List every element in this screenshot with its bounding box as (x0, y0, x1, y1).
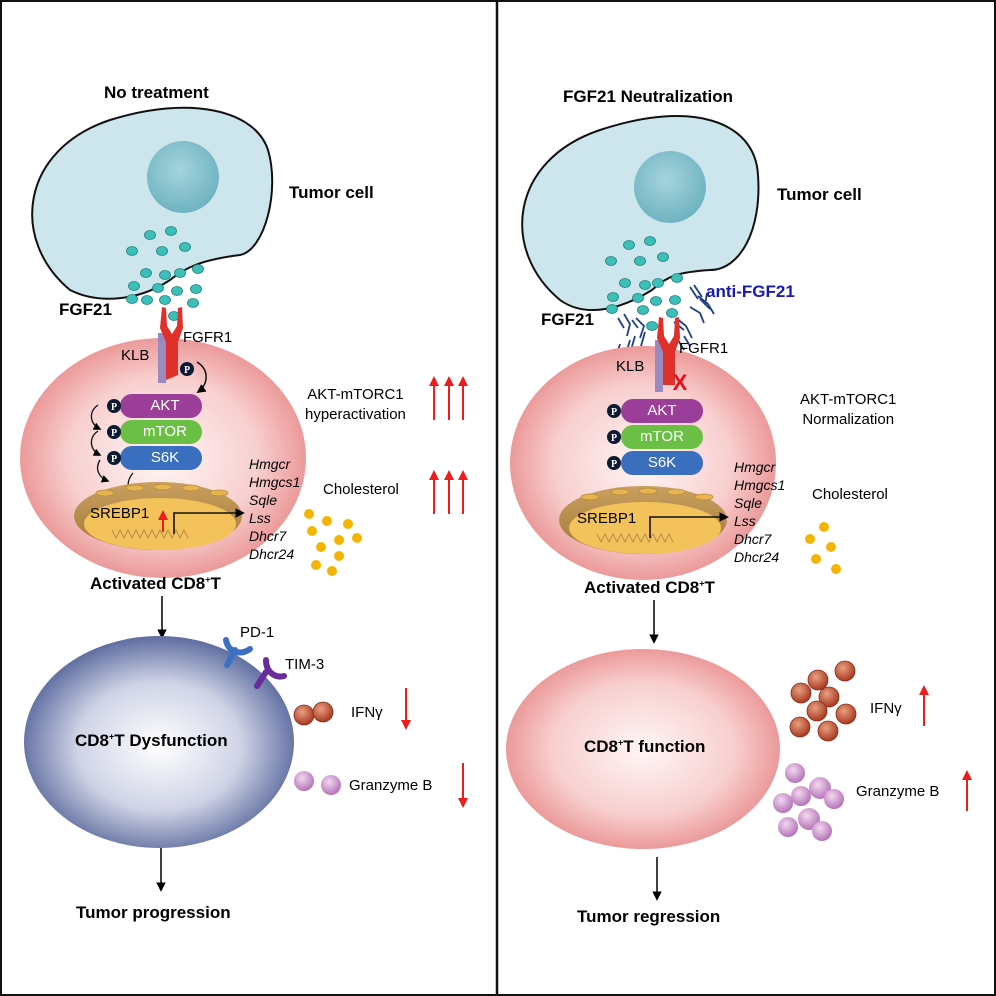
fgfr1-label: FGFR1 (183, 329, 233, 346)
pathway-name: AKT-mTORC1 (800, 391, 897, 408)
srebp1-label: SREBP1 (577, 510, 637, 527)
svg-text:P: P (611, 407, 617, 418)
s6k-label: S6K (647, 454, 677, 471)
srebp1-label: SREBP1 (90, 505, 150, 522)
gene-item: Sqle (249, 492, 278, 508)
pathway-state: Normalization (802, 411, 895, 428)
dysfunctional-tcell (24, 636, 294, 848)
svg-text:P: P (611, 433, 617, 444)
tcell-state-label: CD8+T function (584, 737, 706, 756)
tumor-cell (31, 106, 274, 300)
pathway-up-arrows (429, 376, 468, 420)
panel-fgf21-neutralization: X P P P (506, 115, 972, 901)
gene-item: Hmgcr (734, 459, 776, 475)
tumor-nucleus (634, 151, 706, 223)
ifng-molecules (789, 660, 857, 742)
mtor-label: mTOR (143, 423, 187, 440)
gene-item: Hmgcs1 (249, 474, 301, 490)
tumor-cell-label: Tumor cell (289, 183, 374, 202)
gene-item: Lss (734, 513, 756, 529)
activated-cd8-label: Activated CD8+T (584, 578, 715, 597)
panel-no-treatment: P P P P (20, 106, 468, 892)
gene-item: Dhcr7 (734, 531, 772, 547)
gene-item: Hmgcs1 (734, 477, 786, 493)
cholesterol-up-arrows (429, 470, 468, 514)
klb-coreceptor (158, 333, 166, 383)
fgf21-molecules (126, 226, 204, 321)
mtor-label: mTOR (640, 428, 684, 445)
tumor-cell-label: Tumor cell (777, 185, 862, 204)
svg-text:P: P (184, 365, 190, 376)
pathway-state: hyperactivation (305, 406, 406, 423)
tumor-cell (521, 115, 760, 311)
gene-item: Dhcr24 (734, 549, 780, 565)
fgf21-label: FGF21 (59, 300, 112, 319)
gene-item: Dhcr24 (249, 546, 295, 562)
anti-fgf21-antibodies (615, 284, 715, 359)
granzyme-label: Granzyme B (856, 783, 940, 800)
tcell-nucleus (74, 482, 245, 550)
cascade-arrow (96, 459, 110, 483)
gene-item: Sqle (734, 495, 763, 511)
kinase-mtor: P (107, 420, 202, 444)
signal-arrow (196, 361, 207, 394)
pathway-name: AKT-mTORC1 (307, 386, 404, 403)
pathway-status-label: AKT-mTORC1 Normalization (800, 390, 896, 430)
s6k-label: S6K (150, 449, 180, 466)
svg-text:P: P (111, 428, 117, 439)
klb-coreceptor (655, 340, 663, 392)
svg-text:P: P (111, 454, 117, 465)
gene-list: Hmgcr Hmgcs1 Sqle Lss Dhcr7 Dhcr24 (249, 455, 300, 563)
gene-item: Lss (249, 510, 271, 526)
klb-label: KLB (121, 347, 150, 364)
panel-title: FGF21 Neutralization (563, 87, 734, 106)
fgf21-molecules (605, 236, 683, 331)
tim3-receptor (254, 657, 287, 689)
tumor-nucleus (147, 141, 219, 213)
functional-tcell (506, 649, 780, 849)
gene-list: Hmgcr Hmgcs1 Sqle Lss Dhcr7 Dhcr24 (734, 458, 785, 566)
gene-item: Hmgcr (249, 456, 291, 472)
ifng-molecules (293, 701, 334, 726)
tcell-nucleus (559, 486, 729, 554)
fgf21-label: FGF21 (541, 310, 594, 329)
klb-label: KLB (616, 358, 645, 375)
granzyme-label: Granzyme B (349, 777, 433, 794)
svg-text:P: P (611, 459, 617, 470)
granzyme-molecules (773, 763, 844, 841)
pd1-label: PD-1 (240, 624, 275, 641)
kinase-akt: P (607, 399, 703, 423)
anti-fgf21-label: anti-FGF21 (706, 282, 795, 301)
blocked-x-mark: X (673, 370, 688, 395)
akt-label: AKT (150, 397, 180, 414)
granzyme-molecules (294, 771, 341, 795)
kinase-s6k: P (107, 446, 202, 470)
cascade-arrow (90, 430, 102, 456)
svg-text:P: P (111, 402, 117, 413)
cholesterol-label: Cholesterol (812, 486, 888, 503)
fgfr1-label: FGFR1 (679, 340, 729, 357)
akt-label: AKT (647, 402, 677, 419)
pd1-receptor (223, 637, 253, 668)
ifng-label: IFNγ (351, 704, 383, 721)
panel-title: No treatment (104, 83, 209, 102)
kinase-s6k: P (607, 451, 703, 475)
pathway-status-label: AKT-mTORC1 hyperactivation (305, 385, 406, 425)
outcome-label: Tumor progression (76, 903, 231, 922)
cholesterol-label: Cholesterol (323, 481, 399, 498)
cholesterol-molecules (304, 509, 362, 576)
kinase-akt: P (107, 394, 202, 418)
outcome-label: Tumor regression (577, 907, 721, 926)
fgfr1-receptor (657, 317, 680, 385)
kinase-mtor: P (607, 425, 703, 449)
tim3-label: TIM-3 (285, 656, 325, 673)
phospho-receptor: P (180, 362, 194, 376)
cholesterol-molecules (805, 522, 841, 574)
fgfr1-receptor (160, 307, 183, 380)
cascade-arrow (90, 404, 102, 430)
gene-item: Dhcr7 (249, 528, 287, 544)
ifng-label: IFNγ (870, 700, 902, 717)
activated-cd8-label: Activated CD8+T (90, 574, 221, 593)
tcell-state-label: CD8+T Dysfunction (75, 731, 228, 750)
